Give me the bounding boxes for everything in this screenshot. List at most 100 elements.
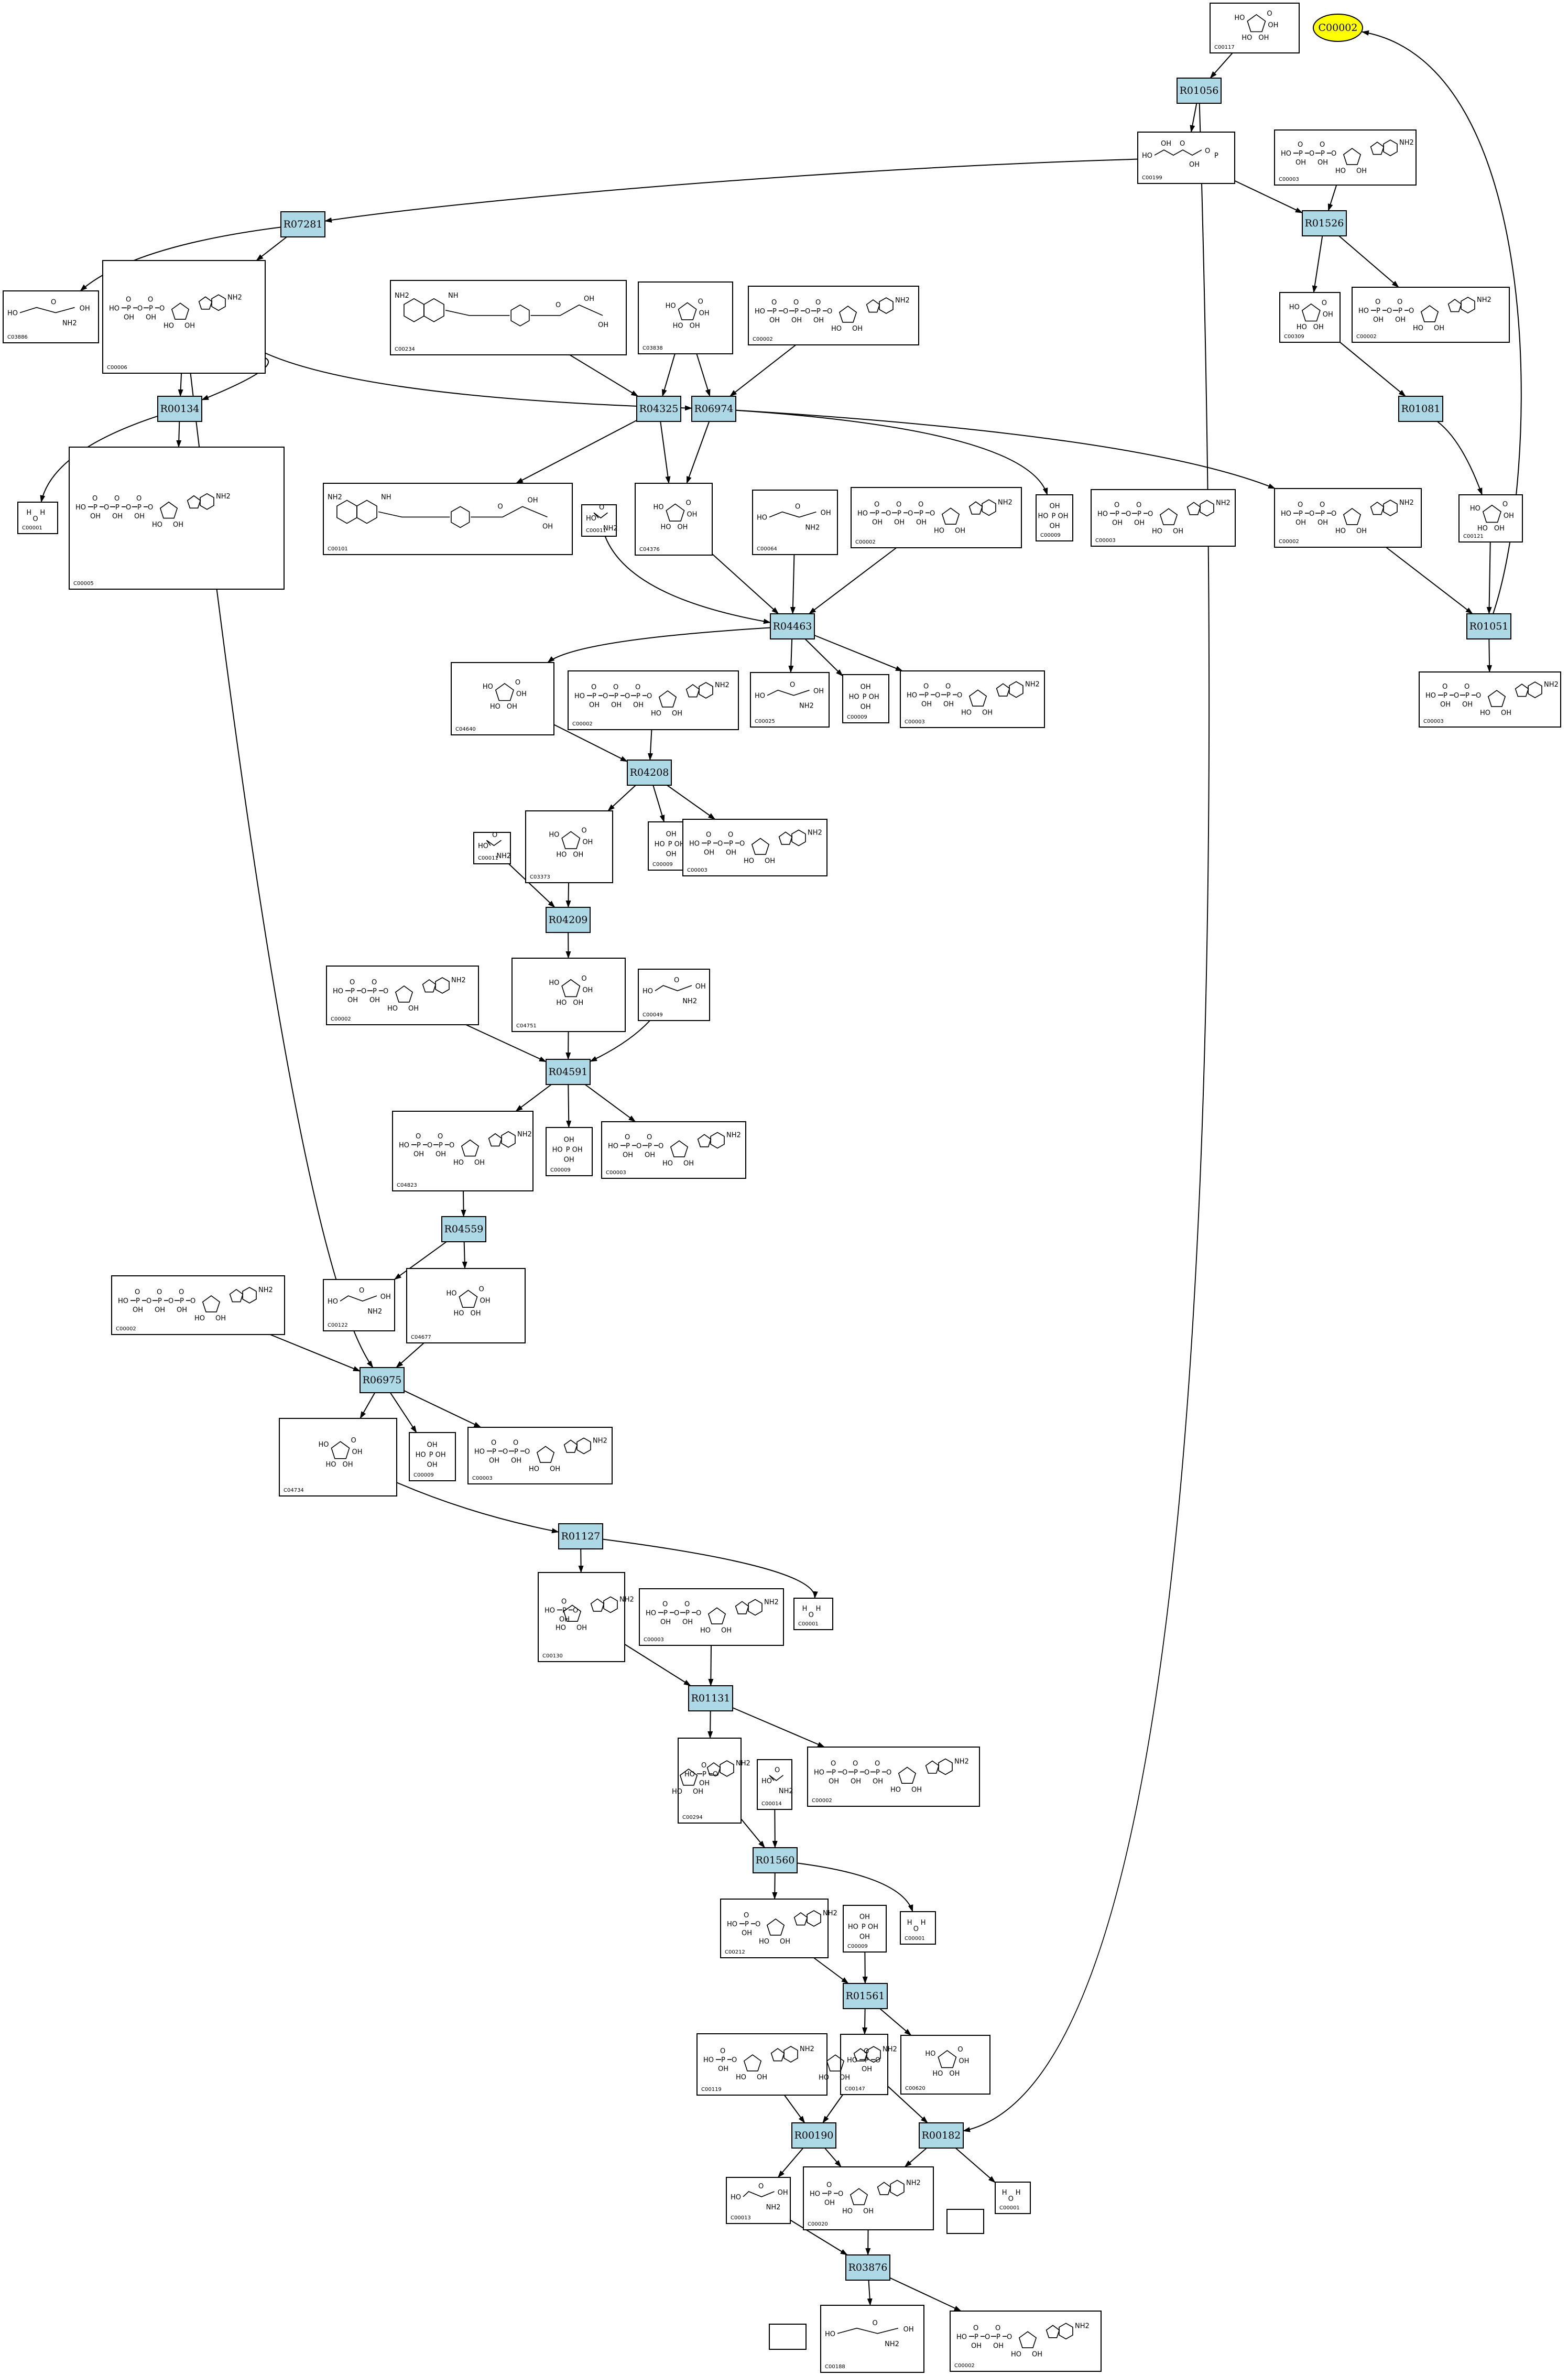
empty-compound-node[interactable] bbox=[769, 2324, 807, 2350]
svg-text:O: O bbox=[1205, 147, 1210, 155]
reaction-node[interactable]: R01081 bbox=[1398, 396, 1443, 422]
compound-id: C00121 bbox=[1463, 534, 1484, 539]
svg-text:O: O bbox=[361, 988, 366, 995]
reaction-node[interactable]: R01127 bbox=[558, 1523, 603, 1549]
reaction-node[interactable]: R04325 bbox=[636, 396, 681, 422]
reaction-node[interactable]: R01561 bbox=[843, 1983, 888, 2009]
reaction-node[interactable]: R00190 bbox=[791, 2122, 836, 2149]
svg-text:O: O bbox=[874, 501, 879, 508]
reaction-node[interactable]: R01056 bbox=[1177, 78, 1222, 104]
svg-text:O: O bbox=[581, 975, 586, 983]
svg-text:P: P bbox=[1465, 692, 1469, 700]
reaction-node[interactable]: R06975 bbox=[360, 1367, 405, 1393]
svg-text:HO: HO bbox=[819, 2074, 829, 2081]
reaction-node[interactable]: R04208 bbox=[627, 760, 672, 786]
reaction-node[interactable]: R06974 bbox=[691, 396, 736, 422]
svg-text:O: O bbox=[1136, 501, 1141, 509]
reaction-node[interactable]: R00182 bbox=[919, 2122, 964, 2149]
reaction-node[interactable]: R04209 bbox=[546, 907, 591, 933]
svg-text:OH: OH bbox=[474, 1159, 485, 1167]
reaction-node[interactable]: R04559 bbox=[441, 1216, 486, 1242]
reaction-node[interactable]: R01526 bbox=[1302, 210, 1347, 236]
reaction-node[interactable]: R04591 bbox=[546, 1059, 591, 1085]
reaction-edge bbox=[624, 1644, 691, 1686]
reaction-node[interactable]: R03876 bbox=[845, 2254, 890, 2281]
reaction-node[interactable]: R01051 bbox=[1466, 613, 1511, 639]
svg-text:P: P bbox=[862, 1923, 866, 1931]
empty-compound-node[interactable] bbox=[946, 2209, 984, 2234]
reaction-edge bbox=[661, 353, 676, 397]
reaction-node[interactable]: R04463 bbox=[770, 613, 815, 639]
compound-box bbox=[511, 958, 626, 1032]
target-compound[interactable]: C00002 bbox=[1313, 14, 1363, 42]
svg-text:HO: HO bbox=[684, 1771, 695, 1778]
reaction-node[interactable]: R07281 bbox=[280, 211, 325, 237]
reaction-node[interactable]: R01131 bbox=[688, 1685, 733, 1711]
reaction-node[interactable]: R01560 bbox=[753, 1847, 798, 1873]
reaction-node[interactable]: R00134 bbox=[157, 396, 202, 422]
